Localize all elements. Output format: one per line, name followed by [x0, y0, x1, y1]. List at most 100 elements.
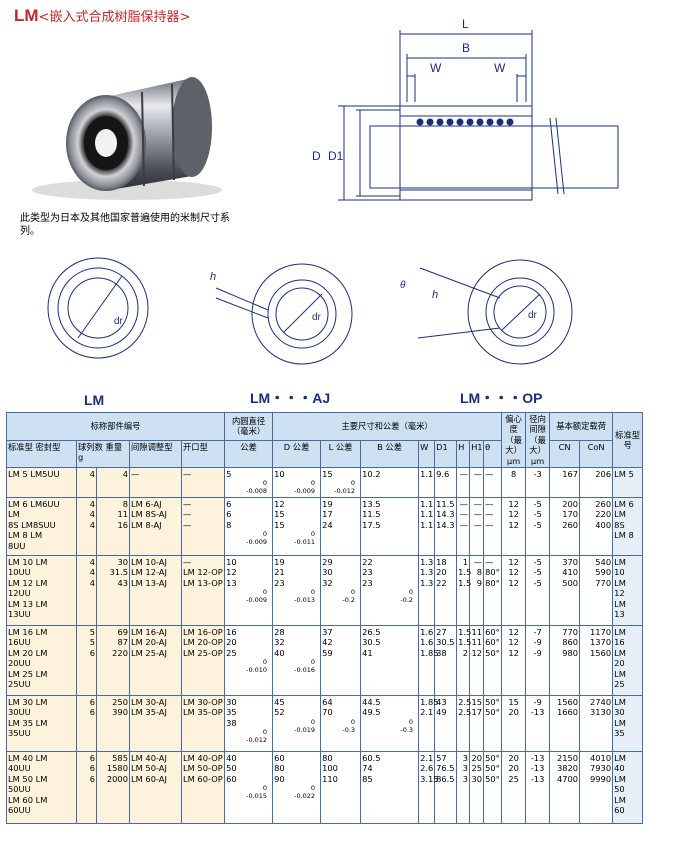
- col-theta: θ: [483, 439, 503, 469]
- cell-tolerance: 0 -0.012: [334, 479, 356, 496]
- cell-value: LM 30 LM 30UU LM 35 LM 35UU: [8, 697, 48, 739]
- cell-std: LM 10 LM 10UU LM 12 LM 12UU LM 13 LM 13U…: [6, 555, 77, 627]
- cell-L: 19 17 24: [320, 497, 362, 557]
- cell-tolerance: 0 -0.2: [400, 588, 414, 605]
- cell-value: 1560 1660: [556, 697, 579, 718]
- cell-value: -5 -5 -5: [533, 499, 542, 530]
- cell-wt: 69 87 220: [96, 625, 130, 697]
- cell-tolerance: 0 -0.009: [246, 530, 268, 547]
- cell-wt: 585 1580 2000: [96, 751, 130, 825]
- cell-con: 260 220 400: [579, 497, 614, 557]
- cell-D1: 18 20 22: [434, 555, 458, 627]
- label-W-right: W: [494, 61, 506, 75]
- cell-value: 540 590 770: [595, 557, 612, 588]
- cell-value: 50° 50°: [485, 697, 500, 718]
- cell-value: 10 12 13: [226, 557, 237, 588]
- cell-value: —: [473, 469, 483, 480]
- cell-value: -13 -13 -13: [530, 753, 545, 784]
- cell-value: 44.5 49.5: [362, 697, 381, 718]
- cell-balls: 4 4 4: [76, 497, 97, 557]
- cell-value: 13.5 11.5 17.5: [362, 499, 381, 530]
- cell-value: 60° 60° 50°: [485, 627, 500, 658]
- cell-th: —: [483, 467, 503, 499]
- col-dr-tol: 公差: [224, 439, 274, 469]
- col-cn: CN: [549, 439, 581, 469]
- cell-value: -5 -5 -5: [533, 557, 542, 588]
- cell-value: —: [183, 469, 192, 480]
- cell-value: LM 16-OP LM 20-OP LM 25-OP: [183, 627, 223, 658]
- col-D1: D1: [434, 439, 458, 469]
- cell-value: 19 21 23: [274, 557, 285, 588]
- col-open: 开口型: [180, 439, 226, 469]
- label-dr-op: dr: [528, 310, 538, 321]
- cell-wt: 8 11 16: [96, 497, 130, 557]
- cell-balls: 4 4 4: [76, 555, 97, 627]
- label-theta: θ: [400, 280, 406, 291]
- group-nominal: 标称部件编号: [5, 412, 226, 441]
- cell-value: 1170 1370 1560: [589, 627, 612, 658]
- cell-D1: 27 30.5 38: [434, 625, 458, 697]
- cell-value: — — —: [459, 499, 469, 530]
- group-main: 主要尺寸和公差（毫米）: [272, 412, 503, 441]
- cell-value: 30 35 38: [226, 697, 237, 728]
- table-row: LM 10 LM 10UU LM 12 LM 12UU LM 13 LM 13U…: [6, 555, 644, 627]
- cell-value: — — —: [485, 499, 494, 530]
- cell-std: LM 40 LM 40UU LM 50 LM 50UU LM 60 LM 60U…: [6, 751, 77, 825]
- cell-con: 206: [579, 467, 614, 499]
- cell-value: — LM 12-OP LM 13-OP: [183, 557, 223, 588]
- cell-value: 4: [122, 469, 128, 480]
- cell-tolerance: 0 -0.3: [400, 717, 414, 734]
- cell-value: 12 12 12: [508, 627, 519, 658]
- cell-value: LM 16 LM 20 LM 25: [614, 627, 626, 690]
- cell-W: 1.6 1.6 1.85: [418, 625, 439, 697]
- cell-value: LM 10-AJ LM 12-AJ LM 13-AJ: [131, 557, 167, 588]
- cell-cn: 2150 3820 4700: [549, 751, 581, 825]
- cell-cn: 770 860 980: [549, 625, 581, 697]
- cell-value: —: [459, 469, 469, 480]
- cell-value: 43 49: [436, 697, 447, 718]
- cell-value: 37 42 59: [322, 627, 333, 658]
- cell-B: 44.5 49.5 0 -0.3: [360, 695, 420, 753]
- cell-cn: 167: [549, 467, 581, 499]
- cell-D1: 57 76.5 86.5: [434, 751, 458, 825]
- cell-B: 10.2: [360, 467, 420, 499]
- cell-value: 2.1 2.6 3.15: [420, 753, 439, 784]
- cell-value: — 80° 80°: [485, 557, 500, 588]
- cell-value: 8 11 16: [117, 499, 128, 530]
- cell-value: 60 80 90: [274, 753, 285, 784]
- cell-adj: LM 40-AJ LM 50-AJ LM 60-AJ: [129, 751, 182, 825]
- cell-value: 57 76.5 86.5: [436, 753, 455, 784]
- cell-B: 60.5 74 85: [360, 751, 420, 825]
- cell-tolerance: 0 -0.016: [294, 658, 316, 675]
- cell-value: LM 10 LM 12 LM 13: [614, 557, 626, 620]
- cell-value: LM 5: [614, 469, 634, 480]
- cell-W: 1.1 1.1 1.1: [418, 497, 436, 557]
- cell-value: 1.1: [420, 469, 434, 480]
- cell-tolerance: 0 -0.010: [246, 658, 268, 675]
- col-B: B 公差: [360, 439, 420, 469]
- cell-balls: 4: [76, 467, 97, 499]
- cell-adj: LM 16-AJ LM 20-AJ LM 25-AJ: [129, 625, 182, 697]
- cell-value: 250 390: [112, 697, 128, 718]
- cell-value: 1.5 1.5 2: [458, 627, 472, 658]
- cell-value: —: [485, 469, 494, 480]
- cell-value: 11.5 14.3 14.3: [436, 499, 455, 530]
- cell-H1: 15 17: [469, 695, 485, 753]
- label-dr-lm: dr: [114, 316, 124, 327]
- cell-value: 6 6: [89, 697, 95, 718]
- group-inner: 内圆直径（毫米）: [224, 412, 274, 441]
- cell-W: 1.1: [418, 467, 436, 499]
- label-D1: D1: [328, 149, 344, 163]
- cell-value: 770 860 980: [562, 627, 579, 658]
- cell-value: 10: [274, 469, 285, 480]
- cross-sections: dr dr dr h h θ LM LM・・・AJ LM・・・OP: [40, 257, 680, 408]
- cell-value: LM 16-AJ LM 20-AJ LM 25-AJ: [131, 627, 167, 658]
- cell-adj: LM 6-AJ LM 8S-AJ LM 8-AJ: [129, 497, 182, 557]
- col-L: L 公差: [320, 439, 362, 469]
